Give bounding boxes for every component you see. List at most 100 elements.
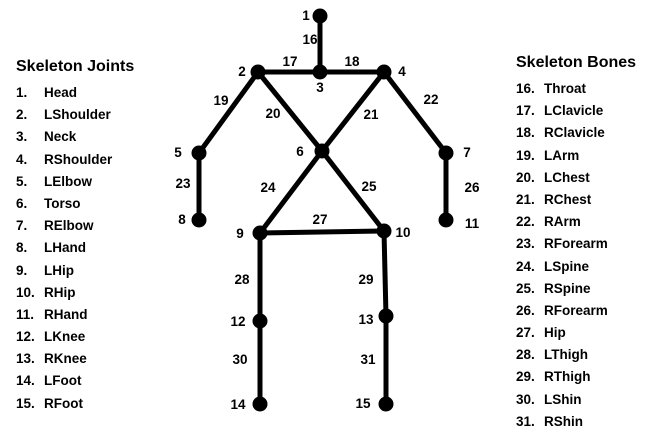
joint-list-item: 12.LKnee (16, 326, 134, 348)
bone-name: LArm (544, 147, 580, 163)
bone-line (257, 228, 387, 236)
bone-list-item: 18. RClavicle (516, 122, 636, 144)
joint-number: 7. (16, 218, 28, 234)
bone-number-label: 28 (234, 272, 250, 287)
joint-name: Neck (44, 129, 77, 145)
joint-list-item: 7.RElbow (16, 215, 134, 237)
joint-node (191, 212, 207, 228)
joint-number-label: 2 (238, 64, 246, 79)
joint-number-label: 12 (230, 314, 245, 329)
joint-number-label: 9 (236, 226, 244, 241)
joint-list-item: 6. Torso (16, 193, 134, 215)
joints-layer (191, 8, 454, 412)
joint-node (252, 313, 268, 329)
bone-list-item: 27. Hip (516, 322, 636, 344)
joints-list: 1.Head 2.LShoulder 3.Neck 4.RShoulder 5.… (16, 82, 134, 415)
bone-name: LChest (544, 169, 590, 185)
bone-name: RSpine (544, 280, 591, 296)
bone-name: LSpine (544, 258, 590, 274)
bone-number-label: 20 (265, 106, 280, 121)
joint-number: 15. (16, 395, 35, 411)
bone-number: 26. (516, 302, 535, 318)
joint-number: 4. (16, 151, 28, 167)
joint-node (376, 64, 392, 80)
joint-name: RFoot (44, 395, 83, 411)
bone-number-label: 19 (213, 93, 228, 108)
skeleton-joints-panel: Skeleton Joints 1.Head 2.LShoulder 3.Nec… (16, 58, 134, 415)
bones-layer (196, 13, 449, 407)
bone-number-label: 18 (344, 54, 360, 69)
bone-name: RForearm (544, 236, 608, 252)
joint-node (312, 64, 328, 80)
bone-list-item: 26.RForearm (516, 300, 636, 322)
joint-number-label: 6 (296, 144, 304, 159)
joint-number-label: 5 (174, 145, 182, 160)
bone-number: 22. (516, 214, 535, 230)
bone-number: 30. (516, 391, 535, 407)
joint-name: RHand (44, 306, 88, 322)
joint-list-item: 2.LShoulder (16, 104, 134, 126)
joint-name: LHand (44, 240, 86, 256)
joint-list-item: 13.RKnee (16, 348, 134, 370)
bone-list-item: 20. LChest (516, 167, 636, 189)
joint-node (438, 212, 454, 228)
joint-name: RHip (44, 284, 76, 300)
bone-number-label: 30 (232, 352, 247, 367)
joint-number-label: 14 (230, 397, 246, 412)
joint-name: LKnee (44, 329, 86, 345)
bones-panel-title: Skeleton Bones (516, 54, 637, 71)
bone-number: 21. (516, 191, 535, 207)
bone-name: Hip (544, 325, 566, 341)
joint-node (378, 396, 394, 412)
joint-name: LShoulder (44, 107, 111, 123)
bone-name: LThigh (544, 347, 588, 363)
bone-number-label: 17 (282, 54, 297, 69)
joint-node (252, 225, 268, 241)
bone-number-label: 23 (175, 176, 191, 191)
joints-panel-title: Skeleton Joints (16, 58, 135, 75)
bone-number-label: 16 (302, 32, 318, 47)
bone-list-item: 22.RArm (516, 211, 636, 233)
bone-name: RClavicle (544, 125, 605, 141)
bone-number-label: 22 (423, 92, 438, 107)
joint-name: LFoot (44, 373, 82, 389)
bone-number-label: 26 (464, 180, 480, 195)
bone-list-item: 28. LThigh (516, 344, 636, 366)
bone-number: 20. (516, 169, 535, 185)
joint-node (191, 145, 207, 161)
bone-number: 29. (516, 369, 535, 385)
joint-name: RKnee (44, 351, 87, 367)
joint-number-label: 8 (178, 212, 186, 227)
joint-number-label: 10 (395, 225, 410, 240)
bone-list-item: 25.RSpine (516, 278, 636, 300)
bone-line (196, 69, 261, 156)
joint-list-item: 8.LHand (16, 237, 134, 259)
bone-number: 27. (516, 325, 535, 341)
joint-name: LElbow (44, 173, 92, 189)
joint-name: RShoulder (44, 151, 113, 167)
joint-number: 10. (16, 284, 35, 300)
bone-list-item: 24.LSpine (516, 256, 636, 278)
joint-node (314, 143, 330, 159)
joint-number: 9. (16, 262, 28, 278)
bone-list-item: 17.LClavicle (516, 100, 636, 122)
joint-number: 3. (16, 129, 28, 145)
bone-number: 28. (516, 347, 535, 363)
bone-number: 18. (516, 125, 535, 141)
bones-list: 16.Throat 17.LClavicle 18.RClavicle 19.L… (516, 78, 636, 433)
joint-list-item: 10. RHip (16, 282, 134, 304)
bone-line (257, 148, 325, 236)
joint-number: 1. (16, 85, 28, 100)
bone-name: LShin (544, 391, 582, 407)
bone-list-item: 30. LShin (516, 389, 636, 411)
joint-number-label: 11 (465, 216, 480, 231)
joint-list-item: 5.LElbow (16, 171, 134, 193)
joint-name: Torso (44, 195, 81, 211)
bone-number-label: 25 (361, 179, 377, 194)
joint-node (438, 145, 454, 161)
joint-number: 6. (16, 195, 28, 211)
bone-list-item: 23.RForearm (516, 233, 636, 255)
joint-number-label: 3 (316, 80, 324, 95)
